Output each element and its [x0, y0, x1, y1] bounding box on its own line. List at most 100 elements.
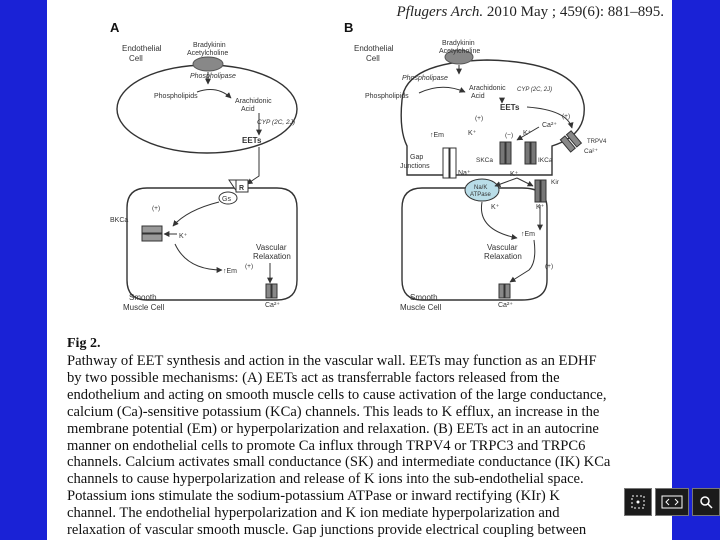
plus-b-label-b: (+) — [562, 113, 570, 120]
phospholipids-label-b: Phospholipids — [365, 93, 409, 100]
zoom-icon[interactable] — [692, 488, 720, 516]
bkca-channel-top-a — [142, 226, 162, 233]
cyp-label-a: CYP (2C, 2J) — [257, 119, 295, 126]
smooth-label-b-1: Smooth — [410, 293, 438, 302]
caption-line: by two possible mechanisms: (A) EETs act… — [67, 370, 659, 387]
arrow-lipid-a — [197, 90, 231, 98]
skca-label-b: SKCa — [476, 157, 493, 164]
caption-line: channel. The endothelial hyperpolarizati… — [67, 505, 659, 522]
arrow-k-kir-b — [517, 178, 533, 186]
k-d-label-b: K⁺ — [491, 204, 500, 211]
smooth-label-a-1: Smooth — [129, 293, 157, 302]
skca-channel-right-b — [506, 142, 511, 164]
k-b-label-b: K⁺ — [523, 130, 532, 137]
bkca-channel-bottom-a — [142, 234, 162, 241]
caption-line: Pathway of EET synthesis and action in t… — [67, 353, 659, 370]
gap-label-b-1: Gap — [410, 154, 423, 161]
figure-diagram: Endothelial Cell Bradykinin Acetylcholin… — [47, 0, 672, 335]
trpv-label-b: TRPV4 — [587, 139, 607, 145]
gap-junction-right-b — [450, 148, 456, 178]
pump-label-b-2: ATPase — [470, 192, 492, 198]
vascular-label-a-1: Vascular — [256, 243, 287, 252]
kir-channel-right-b — [541, 180, 546, 202]
ikca-channel-left-b — [525, 142, 530, 164]
ikca-label-b: IKCa — [538, 157, 553, 164]
arachidonic-label-b-1: Arachidonic — [469, 85, 506, 92]
arrow-k-pump-b — [495, 178, 517, 186]
em-label-a: ↑Em — [223, 268, 237, 275]
plus2-label-a: (+) — [245, 263, 253, 270]
caption-line: channels. Calcium activates small conduc… — [67, 454, 659, 471]
ca-channel-a-right — [272, 284, 277, 298]
k-c-label-b: K⁺ — [510, 171, 519, 178]
arachidonic-label-a-2: Acid — [241, 106, 255, 113]
vascular-label-a-2: Relaxation — [253, 252, 291, 261]
phospholipase-label-a: Phospholipase — [190, 73, 236, 80]
prev-next-icon[interactable] — [655, 488, 689, 516]
caption-line: manner on endothelial cells to promote C… — [67, 438, 659, 455]
select-icon[interactable] — [624, 488, 652, 516]
bkca-label-a: BKCa — [110, 217, 128, 224]
arachidonic-label-b-2: Acid — [471, 93, 485, 100]
endothelial-label-a-1: Endothelial — [122, 44, 162, 53]
trpv4-channel-b — [560, 131, 581, 152]
skca-channel-left-b — [500, 142, 505, 164]
smooth-label-b-2: Muscle Cell — [400, 303, 442, 312]
endothelial-label-a-2: Cell — [129, 54, 143, 63]
plus-c-label-b: (+) — [545, 263, 553, 270]
ca-trpv-label-b: Ca²⁺ — [584, 148, 598, 155]
ca-channel-b-right — [505, 284, 510, 298]
phospholipase-label-b: Phospholipase — [402, 75, 448, 82]
figure-label: Fig 2. — [67, 336, 100, 352]
em-top-label-b: ↑Em — [430, 132, 444, 139]
receptor-r-label-a: R — [239, 185, 244, 192]
arrow-gs-bkca-a — [173, 202, 219, 226]
panel-b: Endothelial Cell Bradykinin Acetylcholin… — [354, 40, 607, 312]
bradykinin-label-a: Bradykinin — [193, 42, 226, 49]
arrow-em-a — [175, 244, 222, 270]
acetylcholine-label-b: Acetylcholine — [439, 48, 480, 55]
ca-in-label-b: Ca²⁺ — [542, 122, 557, 129]
eets-label-a: EETs — [242, 136, 262, 145]
na-label-b: Na⁺ — [458, 170, 471, 177]
arrow-lipid-b — [419, 87, 465, 93]
ca-channel-b-left — [499, 284, 504, 298]
kir-label-b: Kir — [551, 179, 560, 186]
caption-line: channels to cause hyperpolarization and … — [67, 471, 659, 488]
smooth-label-a-2: Muscle Cell — [123, 303, 165, 312]
caption-line: membrane potential (Em) or hyperpolariza… — [67, 421, 659, 438]
plus-label-a: (+) — [152, 205, 160, 212]
endothelial-label-b-1: Endothelial — [354, 44, 394, 53]
endothelial-label-b-2: Cell — [366, 54, 380, 63]
gs-label-a: Gs — [222, 196, 231, 203]
plus-a-label-b: (+) — [475, 115, 483, 122]
panel-a: Endothelial Cell Bradykinin Acetylcholin… — [110, 42, 297, 312]
caption-line: endothelium and acting on smooth muscle … — [67, 387, 659, 404]
receptor-ellipse-a — [193, 57, 223, 71]
kir-channel-left-b — [535, 180, 540, 202]
gap-label-b-2: Junctions — [400, 163, 430, 170]
paper-page: Pflugers Arch. 2010 May ; 459(6): 881–89… — [47, 0, 672, 540]
eets-label-b: EETs — [500, 103, 520, 112]
ikca-channel-right-b — [531, 142, 536, 164]
minus-label-b: (−) — [505, 132, 513, 139]
vascular-label-b-2: Relaxation — [484, 252, 522, 261]
ca-label-b: Ca²⁺ — [498, 302, 513, 309]
em-bottom-label-b: ↑Em — [521, 231, 535, 238]
caption-line: relaxation of vascular smooth muscle. Ga… — [67, 522, 659, 539]
acetylcholine-label-a: Acetylcholine — [187, 50, 228, 57]
smooth-muscle-cell-shape-b — [402, 188, 547, 300]
arrow-eets-out-a — [247, 147, 259, 184]
vascular-label-b-1: Vascular — [487, 243, 518, 252]
k-label-a: K⁺ — [179, 233, 188, 240]
caption-line: calcium (Ca)-sensitive potassium (KCa) c… — [67, 404, 659, 421]
pump-label-b-1: Na/K — [474, 185, 487, 191]
caption-line: Potassium ions stimulate the sodium-pota… — [67, 488, 659, 505]
figure-caption: Pathway of EET synthesis and action in t… — [67, 353, 659, 539]
viewer-controls — [624, 488, 720, 518]
ca-label-a: Ca²⁺ — [265, 302, 280, 309]
ca-channel-a-left — [266, 284, 271, 298]
phospholipids-label-a: Phospholipids — [154, 93, 198, 100]
gap-junction-left-b — [443, 148, 449, 178]
k-a-label-b: K⁺ — [468, 130, 477, 137]
